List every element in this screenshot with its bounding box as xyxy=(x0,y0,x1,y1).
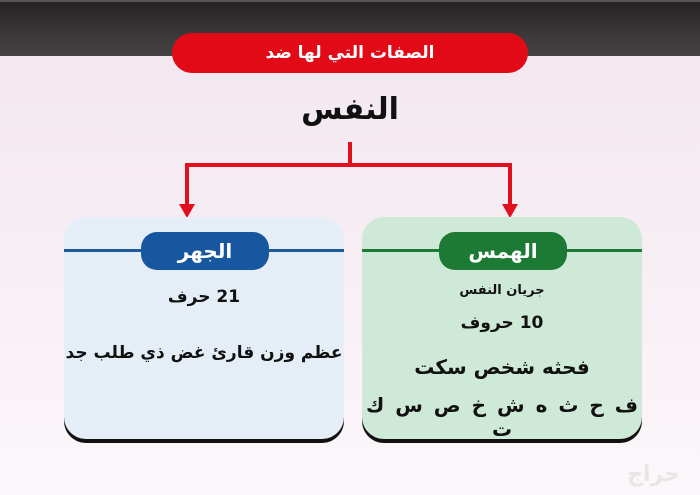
branch-connector xyxy=(179,142,518,218)
hams-letters: ف ح ث ه ش خ ص س ك ت xyxy=(365,393,639,441)
jahr-badge: الجهر xyxy=(141,232,269,270)
hams-count: 10 حروف xyxy=(460,313,544,333)
hams-mnemonic: فحثه شخص سكت xyxy=(414,355,590,379)
arrow-down-icon xyxy=(179,204,195,218)
jahr-mnemonic: عظم وزن قارئ غض ذي طلب جد xyxy=(65,343,343,363)
diagram-title-text: الصفات التي لها ضد xyxy=(265,43,435,63)
jahr-card: الجهر 21 حرف عظم وزن قارئ غض ذي طلب جد xyxy=(64,217,344,439)
jahr-title: الجهر xyxy=(177,239,233,263)
hams-badge: الهمس xyxy=(439,232,567,270)
root-concept: النفس xyxy=(301,92,399,127)
hams-title: الهمس xyxy=(468,239,538,263)
hams-card: الهمس جريان النفس 10 حروف فحثه شخص سكت ف… xyxy=(362,217,642,441)
hams-subtitle: جريان النفس xyxy=(459,283,545,298)
diagram-title: الصفات التي لها ضد xyxy=(172,33,528,73)
arrow-down-icon xyxy=(502,204,518,218)
jahr-count: 21 حرف xyxy=(167,287,241,307)
watermark-logo: حراج xyxy=(627,462,680,487)
